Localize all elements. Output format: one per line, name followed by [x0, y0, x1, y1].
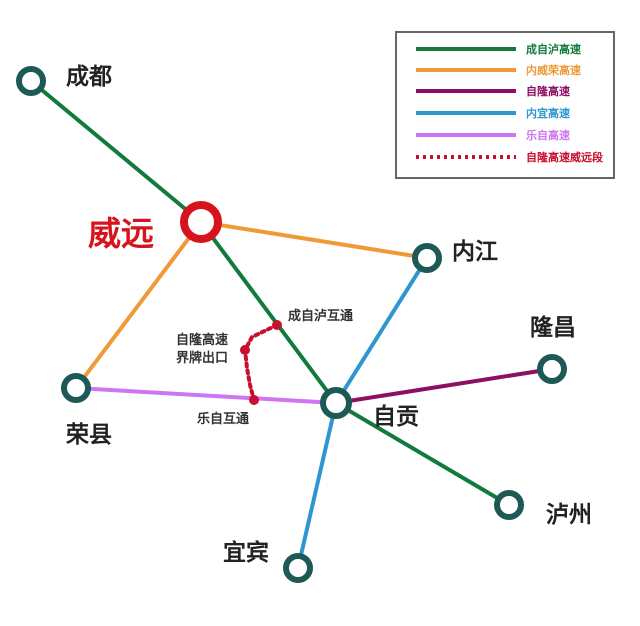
- legend: 成自泸高速 内威荣高速 自隆高速 内宜高速 乐自高速 自隆高速威远段: [395, 31, 615, 179]
- interchange-dots: [240, 320, 282, 405]
- lezi-interchange-label: 乐自互通: [197, 411, 249, 427]
- annotation-labels: 成自泸互通 自隆高速 界牌出口 乐自互通: [176, 308, 353, 427]
- rongxian-label: 荣县: [65, 422, 112, 448]
- legend-label-lezi: 乐自高速: [526, 128, 570, 142]
- longchang-node-icon[interactable]: [537, 354, 567, 384]
- legend-label-zilong-weiyuan: 自隆高速威远段: [526, 150, 603, 164]
- city-labels: 成都 威远 内江 隆昌 荣县 自贡 泸州 宜宾: [65, 64, 592, 566]
- boundary-exit-label-line1: 自隆高速: [176, 332, 228, 348]
- luzhou-label: 泸州: [546, 502, 592, 528]
- lezi-highway-line: [74, 386, 338, 405]
- chengdu-label: 成都: [66, 64, 112, 90]
- weiyuan-node-icon[interactable]: [180, 201, 222, 243]
- yibin-label: 宜宾: [223, 539, 269, 566]
- legend-label-neiyi: 内宜高速: [526, 106, 570, 120]
- longchang-label: 隆昌: [530, 315, 576, 341]
- boundary-exit-label-line2: 界牌出口: [176, 350, 228, 366]
- highway-lines: [29, 79, 554, 570]
- zigong-node-icon[interactable]: [320, 387, 352, 419]
- chengzilu-interchange-label: 成自泸互通: [288, 308, 353, 324]
- neijiang-label: 内江: [452, 239, 498, 265]
- legend-label-zilong: 自隆高速: [526, 84, 570, 98]
- yibin-node-icon[interactable]: [283, 553, 313, 583]
- legend-box: [395, 31, 615, 179]
- legend-label-chengzilu: 成自泸高速: [526, 42, 581, 56]
- city-nodes: [16, 66, 567, 583]
- neijiang-node-icon[interactable]: [412, 243, 442, 273]
- zigong-label: 自贡: [373, 403, 419, 430]
- chengdu-node-icon[interactable]: [16, 66, 46, 96]
- chengzilu-interchange-dot: [272, 320, 282, 330]
- lezi-interchange-dot: [249, 395, 259, 405]
- legend-label-neiweirong: 内威荣高速: [526, 63, 581, 77]
- luzhou-node-icon[interactable]: [494, 490, 524, 520]
- chengzilu-highway-line: [29, 79, 511, 507]
- rongxian-node-icon[interactable]: [61, 373, 91, 403]
- weiyuan-label: 威远: [88, 214, 154, 253]
- zilong-weiyuan-section-line: [242, 323, 279, 402]
- zilong-highway-line: [334, 367, 554, 405]
- boundary-exit-dot: [240, 345, 250, 355]
